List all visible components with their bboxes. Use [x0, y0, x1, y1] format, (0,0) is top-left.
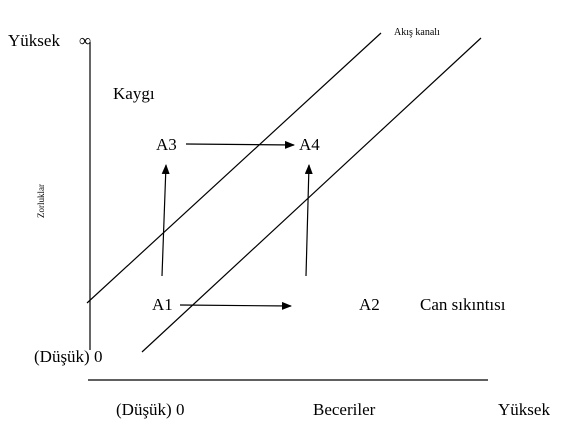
y-axis-title: Zorluklar — [36, 184, 46, 218]
channel-upper-line — [86, 32, 382, 304]
infinity-symbol: ∞ — [79, 31, 91, 50]
x-axis-low-label: (Düşük) 0 — [116, 400, 184, 419]
arrow-a3-to-a4 — [185, 140, 295, 149]
state-a1-label: A1 — [152, 295, 173, 314]
arrow-a1-to-a2 — [179, 301, 292, 310]
arrow-a2-to-a4 — [304, 164, 313, 277]
y-axis-low-label: (Düşük) 0 — [34, 347, 102, 366]
arrow-a1-to-a3 — [161, 164, 170, 277]
channel-lower-line — [141, 37, 482, 353]
anxiety-region-label: Kaygı — [113, 84, 155, 103]
flow-channel-label: Akış kanalı — [394, 27, 440, 38]
boredom-region-label: Can sıkıntısı — [420, 295, 506, 314]
state-a3-label: A3 — [156, 135, 177, 154]
x-axis-title: Beceriler — [313, 400, 376, 419]
state-a4-label: A4 — [299, 135, 320, 154]
x-axis-high-label: Yüksek — [498, 400, 550, 419]
state-a2-label: A2 — [359, 295, 380, 314]
y-axis-high-label: Yüksek — [8, 31, 60, 50]
